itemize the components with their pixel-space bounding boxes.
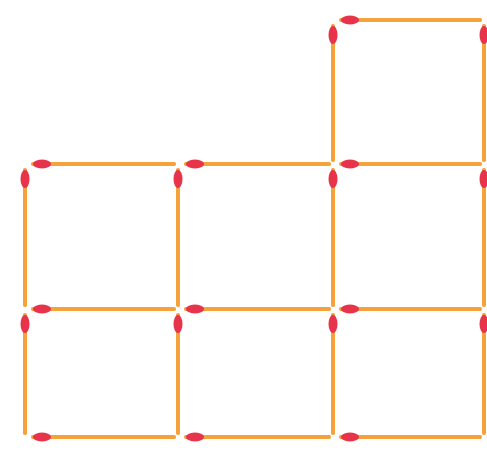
matchstick-vertical-17[interactable] xyxy=(329,315,338,433)
matchstick-vertical-6[interactable] xyxy=(21,170,30,305)
matchstick-vertical-15[interactable] xyxy=(174,315,183,433)
match-head xyxy=(21,315,30,333)
matchstick-vertical-2[interactable] xyxy=(329,26,338,160)
match-head xyxy=(480,315,487,333)
matchstick-vertical-14[interactable] xyxy=(21,315,30,433)
match-head xyxy=(480,170,487,188)
matchstick-vertical-7[interactable] xyxy=(174,170,183,305)
match-head xyxy=(174,315,183,333)
match-head xyxy=(341,433,359,442)
match-head xyxy=(480,26,487,44)
match-head xyxy=(186,305,204,314)
matchsticks-group xyxy=(21,16,487,442)
matchstick-horizontal-4[interactable] xyxy=(33,160,174,169)
matchstick-horizontal-13[interactable] xyxy=(33,433,174,442)
match-head xyxy=(329,26,338,44)
matchstick-horizontal-18[interactable] xyxy=(341,433,480,442)
matchstick-vertical-19[interactable] xyxy=(480,315,487,433)
match-head xyxy=(33,160,51,169)
matchstick-vertical-10[interactable] xyxy=(329,170,338,305)
matchstick-vertical-3[interactable] xyxy=(480,26,487,160)
matchstick-horizontal-1[interactable] xyxy=(341,160,480,169)
match-head xyxy=(21,170,30,188)
matchstick-vertical-12[interactable] xyxy=(480,170,487,305)
matchstick-horizontal-11[interactable] xyxy=(341,305,480,314)
matchstick-horizontal-9[interactable] xyxy=(186,305,329,314)
match-head xyxy=(329,315,338,333)
match-head xyxy=(174,170,183,188)
match-head xyxy=(186,433,204,442)
match-head xyxy=(341,16,359,25)
match-head xyxy=(329,170,338,188)
matchstick-horizontal-16[interactable] xyxy=(186,433,329,442)
match-head xyxy=(33,433,51,442)
match-head xyxy=(33,305,51,314)
match-head xyxy=(341,160,359,169)
match-head xyxy=(341,305,359,314)
matchstick-horizontal-8[interactable] xyxy=(186,160,329,169)
matchstick-horizontal-5[interactable] xyxy=(33,305,174,314)
matchstick-horizontal-0[interactable] xyxy=(341,16,480,25)
match-head xyxy=(186,160,204,169)
